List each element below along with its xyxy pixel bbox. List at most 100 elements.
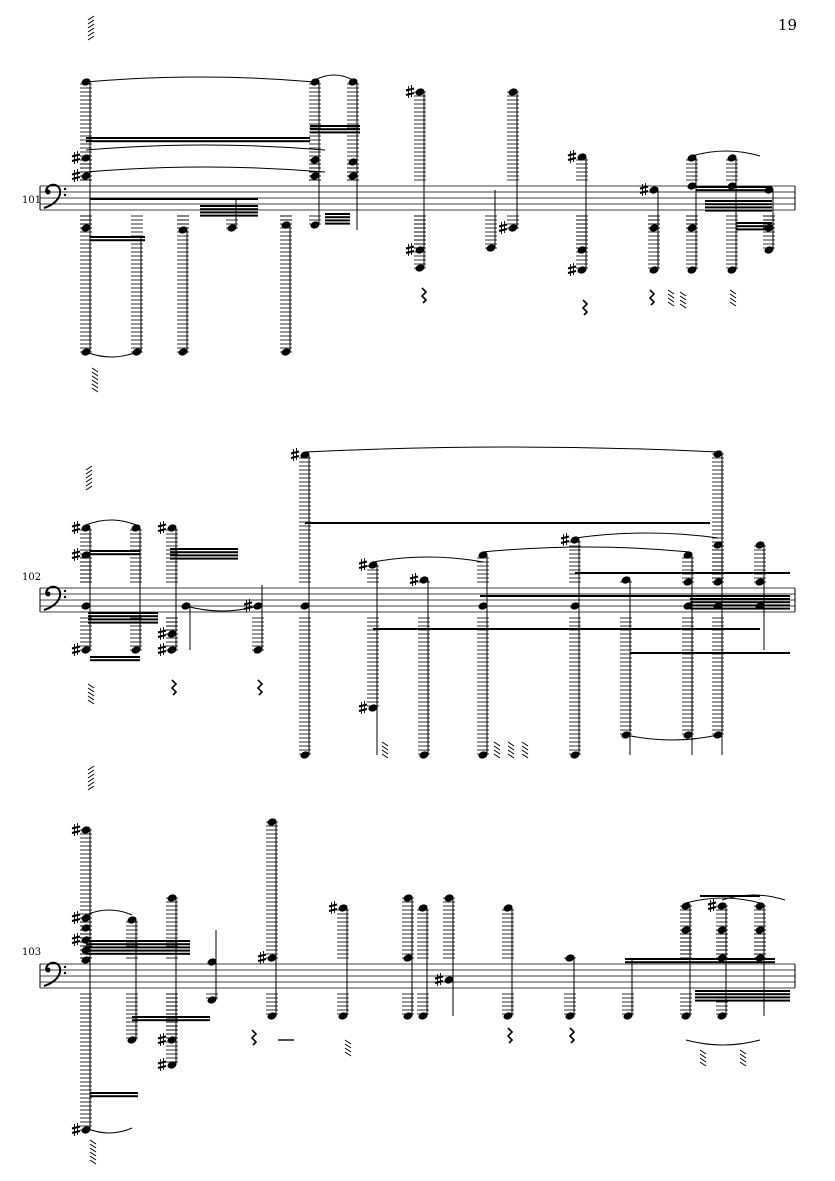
sharp-sign <box>157 627 167 640</box>
notehead <box>181 602 191 610</box>
sharp-sign <box>290 448 300 461</box>
sharp-sign <box>358 558 368 571</box>
chord <box>71 521 92 656</box>
quarter-rest <box>256 679 264 696</box>
chord <box>639 183 660 274</box>
tie <box>574 532 719 539</box>
tie <box>304 446 719 453</box>
chord <box>707 899 728 1020</box>
chord <box>157 894 178 1071</box>
beam <box>695 990 790 1002</box>
notehead <box>478 751 488 759</box>
beam <box>480 595 790 597</box>
tie <box>372 556 484 563</box>
notehead <box>621 731 631 739</box>
notehead <box>419 751 429 759</box>
sharp-sign <box>71 151 81 164</box>
tie <box>482 546 691 553</box>
chord <box>126 916 138 1044</box>
bass-clef <box>43 961 67 987</box>
grace-flags <box>699 1049 707 1067</box>
notehead <box>649 186 659 194</box>
chord <box>682 551 694 755</box>
notehead <box>478 602 488 610</box>
staff <box>39 961 796 989</box>
sharp-sign <box>567 150 577 163</box>
staff <box>39 183 796 211</box>
quarter-rest <box>250 1029 258 1046</box>
tie <box>625 734 719 741</box>
chord <box>560 533 581 759</box>
chord <box>620 576 632 755</box>
chord <box>477 551 489 759</box>
sharp-sign <box>157 521 167 534</box>
beam <box>90 198 258 200</box>
notehead <box>713 541 723 549</box>
beam <box>90 656 140 662</box>
tie <box>85 166 326 173</box>
sharp-sign <box>405 243 415 256</box>
chord <box>347 78 359 230</box>
beam <box>625 958 775 964</box>
beam <box>86 137 310 143</box>
chord <box>622 958 634 1020</box>
measure-number-101: 101 <box>22 195 42 206</box>
chord <box>71 78 92 356</box>
chord <box>402 894 414 1020</box>
quarter-rest <box>648 289 656 306</box>
sharp-sign <box>257 951 267 964</box>
beam <box>132 1016 210 1022</box>
tie <box>691 150 761 157</box>
sharp-sign <box>71 823 81 836</box>
tie <box>185 605 259 612</box>
chord <box>257 818 278 1020</box>
chord <box>726 154 738 274</box>
chord <box>405 85 426 272</box>
tie <box>85 1127 133 1134</box>
quarter-rest <box>170 679 178 696</box>
chord <box>485 190 497 252</box>
sharp-sign <box>157 643 167 656</box>
chord <box>763 186 775 254</box>
sharp-sign <box>639 183 649 196</box>
sharp-sign <box>409 573 419 586</box>
sharp-sign <box>243 599 253 612</box>
beam <box>373 628 760 630</box>
grace-flags <box>521 741 529 759</box>
tie <box>314 74 354 81</box>
chord <box>309 78 321 229</box>
sharp-sign <box>71 169 81 182</box>
system-3 <box>39 765 796 1165</box>
notehead <box>368 561 378 569</box>
chord <box>417 904 429 1020</box>
sharp-sign <box>567 263 577 276</box>
chord <box>130 524 142 654</box>
notehead <box>570 751 580 759</box>
notehead <box>167 1061 177 1069</box>
grace-flags <box>507 741 515 759</box>
notehead <box>300 451 310 459</box>
grace-flags <box>89 1139 97 1165</box>
chord <box>567 150 588 276</box>
quarter-rest <box>568 1027 576 1044</box>
chord <box>131 215 143 356</box>
notehead <box>310 221 320 229</box>
system-2 <box>39 446 796 759</box>
sharp-sign <box>71 933 81 946</box>
bass-clef <box>43 585 67 611</box>
staff <box>39 585 796 613</box>
beam <box>310 125 360 134</box>
sharp-sign <box>71 643 81 656</box>
chord <box>686 154 698 274</box>
notehead <box>478 551 488 559</box>
notehead <box>81 602 91 610</box>
grace-flags <box>344 1039 352 1057</box>
notehead <box>300 751 310 759</box>
beam <box>325 213 350 225</box>
grace-flags <box>729 289 737 307</box>
beam <box>630 652 790 654</box>
sharp-sign <box>71 548 81 561</box>
tie <box>685 1039 761 1046</box>
sharp-sign <box>157 1058 167 1071</box>
